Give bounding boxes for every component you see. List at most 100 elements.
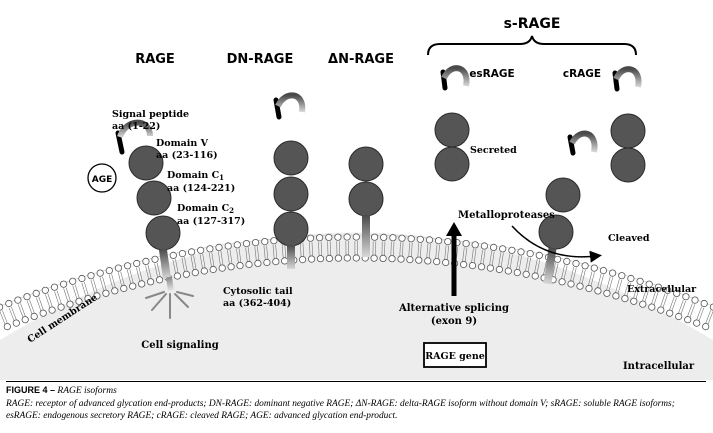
cell-membrane [0,232,713,380]
lipid-tail-icon [247,247,251,262]
lipid-head-icon [209,265,217,274]
lipid-head-icon [325,233,333,241]
lipid-head-icon [84,294,92,303]
lipid-tail-icon [202,253,206,268]
lipid-tail-icon [606,276,611,291]
lipid-tail-icon [588,271,593,286]
lipid-head-icon [215,243,223,251]
lipid-head-icon [252,239,260,247]
lipid-head-icon [693,319,701,327]
domain-v-icon [128,145,164,181]
lipid-tail-icon [509,254,513,269]
lipid-tail-icon [420,243,422,258]
lipid-head-icon [621,294,629,303]
lipid-tail-icon [102,276,107,291]
lipid-tail-icon [257,246,260,261]
lipid-head-icon [182,270,190,278]
lipid-head-icon [151,255,159,263]
lipid-head-icon [416,235,424,243]
lipid-tail-icon [482,250,486,265]
lipid-head-icon [75,297,83,305]
caption-line-1: RAGE: receptor of advanced glycation end… [6,399,675,409]
lipid-tail-icon [626,282,632,297]
lipid-head-icon [245,260,253,269]
lipid-head-icon [343,254,351,262]
lipid-tail-icon [552,262,556,277]
lipid-head-icon [535,251,543,259]
lipid-head-icon [50,283,59,291]
lipid-tail-icon [172,259,176,274]
lipid-tail-icon [127,269,131,284]
lipid-head-icon [531,272,539,280]
lipid-head-icon [316,255,325,263]
header-dn-rage: DN-RAGE [227,52,294,67]
lipid-tail-icon [707,311,713,325]
lipid-head-icon [424,257,432,265]
label-domain-c2-aa: aa (127-317) [177,216,245,227]
lipid-tail-icon [402,242,404,257]
lipid-tail-icon [399,242,401,257]
lipid-head-icon [581,262,589,270]
lipid-head-icon [178,250,186,258]
lipid-tail-icon [498,252,502,267]
lipid-tail-icon [633,284,638,299]
lipid-tail-icon [597,274,602,288]
lipid-tail-icon [435,244,438,259]
lipid-head-icon [352,233,360,241]
lipid-head-icon [684,316,692,324]
lipid-tail-icon [56,290,62,304]
lipid-tail-icon [687,303,693,317]
lipid-head-icon [169,251,177,259]
lipid-tail-icon [111,274,116,288]
lipid-tail-icon [108,274,114,289]
lipid-head-icon [618,272,626,280]
lipid-tail-icon [624,281,629,296]
lipid-tail-icon [608,277,614,291]
lipid-head-icon [486,264,494,272]
lipid-tail-icon [17,304,24,318]
lipid-head-icon [397,255,405,263]
lipid-tail-icon [302,242,304,257]
lipid-head-icon [553,255,562,263]
lipid-head-icon [415,256,423,264]
lipid-tail-icon [579,269,584,283]
transmembrane-icon [158,248,172,280]
lipid-head-icon [254,259,262,267]
lipid-head-icon [96,269,104,277]
lipid-tail-icon [175,259,179,273]
lipid-head-icon [691,296,699,304]
lipid-tail-icon [534,259,538,273]
lipid-head-icon [709,303,713,311]
lipid-tail-icon [300,242,302,257]
lipid-head-icon [5,299,13,308]
lipid-head-icon [129,282,137,290]
age-ligand: AGE [87,163,117,193]
label-cell-signaling: Cell signaling [141,340,218,351]
lipid-head-icon [78,274,86,283]
lipid-head-icon [102,289,110,297]
lipid-tail-icon [462,247,465,262]
lipid-tail-icon [554,263,559,278]
lipid-head-icon [147,278,155,286]
lipid-head-icon [66,300,74,308]
lipid-head-icon [567,280,575,288]
lipid-tail-icon [536,259,541,274]
lipid-tail-icon [671,297,677,311]
lipid-tail-icon [29,299,35,314]
lipid-tail-icon [696,306,702,321]
lipid-head-icon [23,293,31,301]
lipid-tail-icon [0,311,6,325]
caption-line-2: esRAGE: endogenous secretory RAGE; cRAGE… [6,411,398,421]
lipid-head-icon [59,280,68,288]
label-secreted: Secreted [470,145,517,156]
lipid-tail-icon [272,244,275,259]
lipid-head-icon [388,255,396,263]
lipid-tail-icon [438,244,440,259]
dn-c2-icon [348,181,384,217]
lipid-head-icon [425,236,434,244]
lipid-head-icon [3,322,11,331]
lipid-head-icon [608,269,617,277]
label-exon: (exon 9) [431,316,477,327]
lipid-head-icon [272,257,280,266]
lipid-tail-icon [417,243,419,258]
